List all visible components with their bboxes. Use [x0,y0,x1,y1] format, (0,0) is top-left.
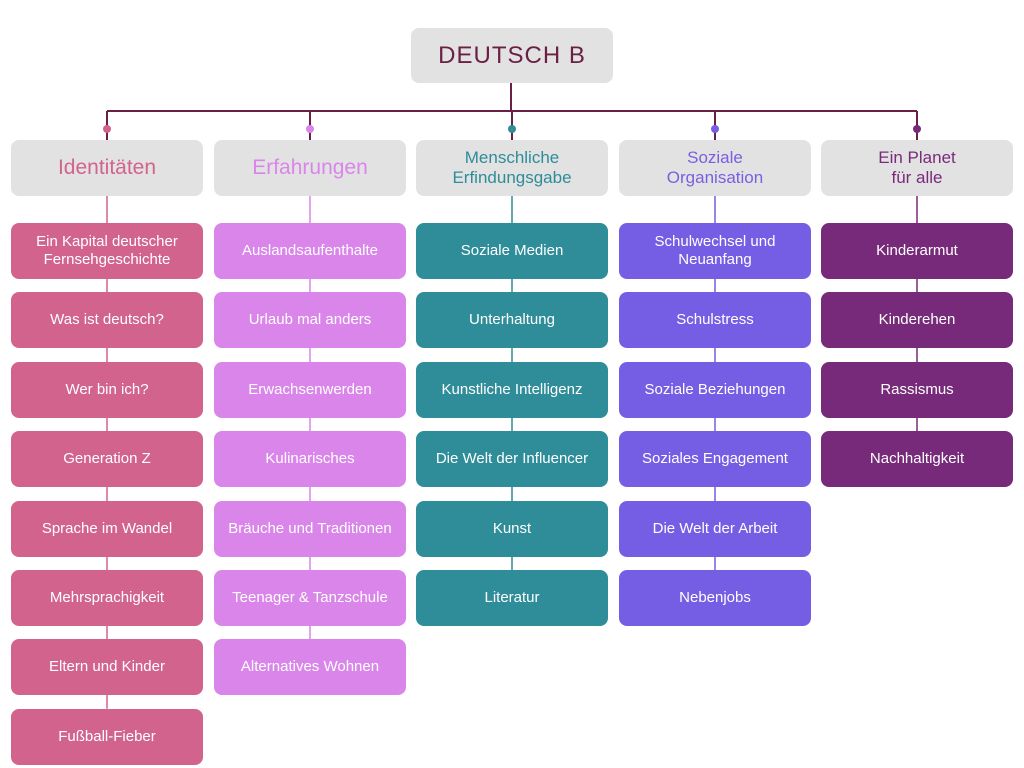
topic-box: Alternatives Wohnen [214,639,406,695]
junction-dot-planet [913,125,921,133]
junction-dot-erfindungsgabe [508,125,516,133]
topic-box: Nachhaltigkeit [821,431,1013,487]
topic-box: Nebenjobs [619,570,811,626]
topic-box: Mehrsprachigkeit [11,570,203,626]
topic-box: Ein Kapital deutscher Fernsehgeschichte [11,223,203,279]
topic-box: Die Welt der Arbeit [619,501,811,557]
topic-box: Soziale Medien [416,223,608,279]
topic-box: Soziales Engagement [619,431,811,487]
topic-box: Sprache im Wandel [11,501,203,557]
root-node: DEUTSCH B [411,28,613,83]
topic-box: Kinderarmut [821,223,1013,279]
topic-box: Kulinarisches [214,431,406,487]
topic-box: Kunst [416,501,608,557]
topic-box: Fußball-Fieber [11,709,203,765]
topic-box: Wer bin ich? [11,362,203,418]
junction-dot-organisation [711,125,719,133]
topic-box: Erwachsenwerden [214,362,406,418]
topic-box: Generation Z [11,431,203,487]
topic-box: Kinderehen [821,292,1013,348]
topic-box: Eltern und Kinder [11,639,203,695]
topic-box: Kunstliche Intelligenz [416,362,608,418]
topic-box: Unterhaltung [416,292,608,348]
topic-box: Was ist deutsch? [11,292,203,348]
category-organisation: Soziale Organisation [619,140,811,196]
topic-box: Bräuche und Traditionen [214,501,406,557]
topic-box: Teenager & Tanzschule [214,570,406,626]
topic-box: Urlaub mal anders [214,292,406,348]
category-planet: Ein Planet für alle [821,140,1013,196]
topic-box: Auslandsaufenthalte [214,223,406,279]
category-erfahrungen: Erfahrungen [214,140,406,196]
junction-dot-erfahrungen [306,125,314,133]
topic-box: Rassismus [821,362,1013,418]
topic-box: Die Welt der Influencer [416,431,608,487]
category-identitaeten: Identitäten [11,140,203,196]
junction-dot-identitaeten [103,125,111,133]
category-erfindungsgabe: Menschliche Erfindungsgabe [416,140,608,196]
topic-box: Schulwechsel und Neuanfang [619,223,811,279]
topic-box: Schulstress [619,292,811,348]
topic-box: Soziale Beziehungen [619,362,811,418]
topic-box: Literatur [416,570,608,626]
